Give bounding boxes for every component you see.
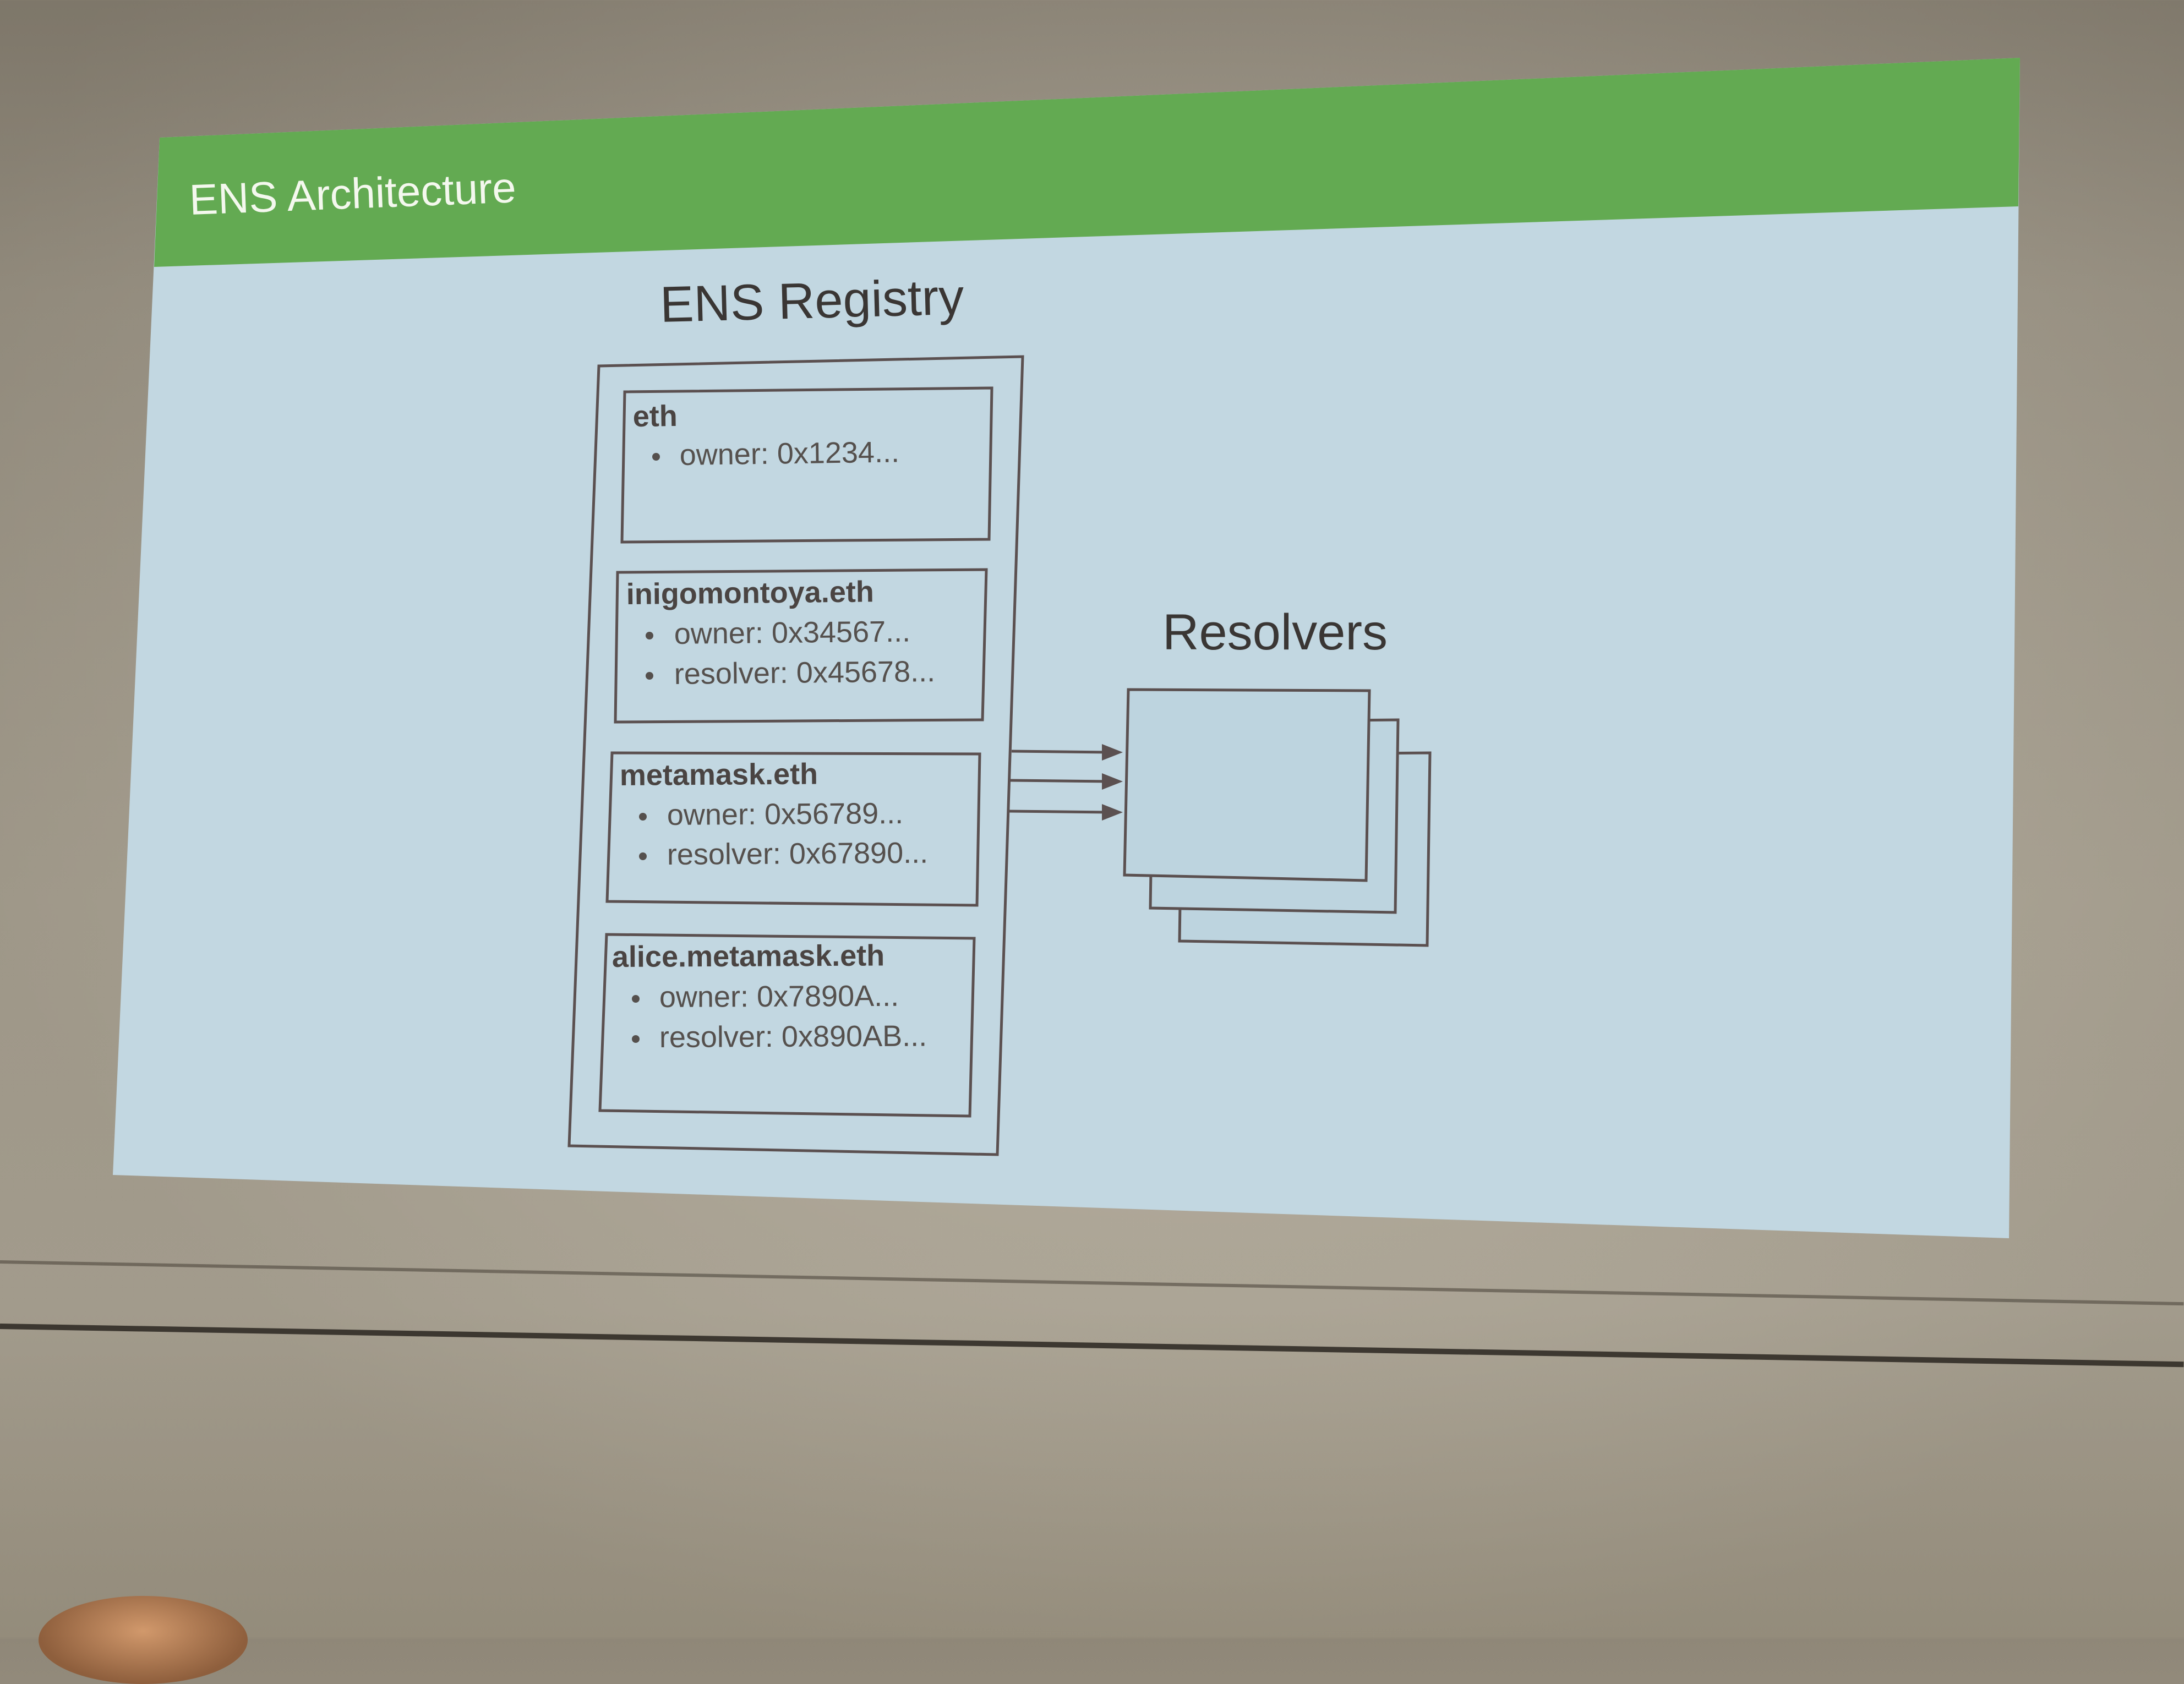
entry-prop-resolver: resolver: 0x67890...: [667, 836, 929, 871]
entry-prop-resolver: resolver: 0x45678...: [674, 655, 935, 691]
registry-container: [567, 355, 1024, 1156]
slide-background: [113, 58, 2020, 1238]
registry-entry-eth: eth owner: 0x1234...: [620, 386, 993, 544]
entry-name: alice.metamask.eth: [612, 939, 885, 974]
entry-name: metamask.eth: [620, 757, 818, 792]
bullet: [652, 453, 660, 461]
bullet: [632, 995, 640, 1003]
arrow-line: [1009, 810, 1110, 814]
entry-name: eth: [632, 400, 678, 433]
entry-prop-resolver: resolver: 0x890AB...: [659, 1019, 927, 1054]
arrow-line: [1011, 750, 1110, 754]
slide: ENS Architecture ENS Registry eth owner:…: [113, 58, 2020, 1238]
entry-prop-owner: owner: 0x7890A...: [659, 980, 899, 1014]
arrow-head: [1102, 744, 1123, 761]
resolvers-title: Resolvers: [1162, 604, 1388, 660]
arrow-line: [1010, 779, 1110, 783]
slide-header: [154, 58, 2020, 267]
entry-prop-owner: owner: 0x56789...: [667, 797, 904, 832]
entry-box: [605, 751, 981, 907]
bullet: [646, 672, 653, 680]
entry-prop-owner: owner: 0x1234...: [679, 435, 899, 472]
arrow-head: [1102, 773, 1123, 790]
bullet: [646, 632, 653, 639]
registry-entry-metamask: metamask.eth owner: 0x56789... resolver:…: [605, 751, 981, 907]
entry-name: inigomontoya.eth: [626, 575, 874, 611]
entry-box: [614, 568, 988, 724]
bullet: [639, 813, 647, 821]
registry-title: ENS Registry: [659, 269, 965, 333]
slide-glare: [113, 58, 2020, 1238]
entry-prop-owner: owner: 0x34567...: [674, 615, 910, 650]
arrow-head: [1102, 804, 1123, 821]
audience-hand: [39, 1596, 248, 1684]
registry-entry-inigomontoya: inigomontoya.eth owner: 0x34567... resol…: [614, 568, 988, 724]
bullet: [632, 1035, 640, 1043]
bullet: [639, 852, 647, 860]
entry-box: [598, 933, 976, 1118]
arrows: [1009, 744, 1123, 821]
resolver-card-1: [1123, 688, 1371, 882]
entry-box: [620, 386, 993, 544]
resolver-stack: [1123, 688, 1432, 947]
registry-entry-alice-metamask: alice.metamask.eth owner: 0x7890A... res…: [598, 933, 976, 1118]
